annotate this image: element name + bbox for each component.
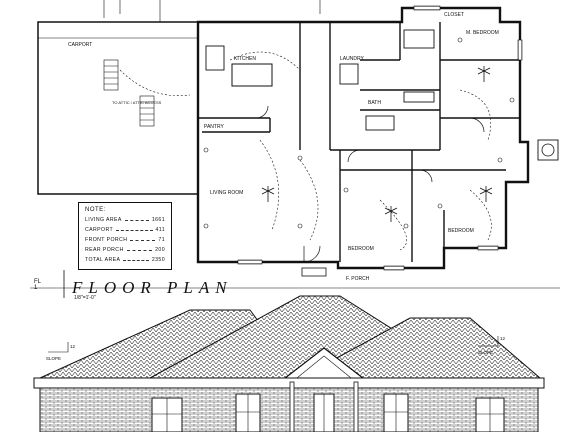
fascia [33, 377, 545, 389]
note-value: 200 [155, 247, 165, 253]
area-notes-box: NOTE: LIVING AREA 1661 CARPORT 411 FRONT P… [78, 202, 172, 270]
kitchen-island [231, 63, 273, 87]
note-value: 71 [158, 237, 165, 243]
plan-title: FLOOR PLAN [72, 278, 233, 297]
door-swings [255, 105, 485, 263]
room-label-master: M. BEDROOM [466, 30, 499, 36]
washer-dryer [339, 63, 359, 85]
note-value: 2350 [151, 257, 165, 263]
sheet-reference: FL 1 [34, 279, 41, 291]
slope-label-left: SLOPE [46, 356, 61, 361]
front-elevation: SLOPE 12 SLOPE 12 [33, 295, 545, 432]
vanity [403, 91, 435, 103]
elevation-windows [151, 393, 505, 432]
sheet-ref-code: FL [34, 279, 42, 285]
note-value: 411 [155, 227, 165, 233]
note-row: REAR PORCH 200 [85, 247, 165, 253]
room-label-pantry: PANTRY [204, 124, 224, 130]
hvac-unit [537, 139, 559, 161]
attic-access [103, 59, 155, 127]
carport-outline [37, 21, 199, 195]
room-label-bedroom-2: BEDROOM [448, 228, 474, 234]
room-label-front-porch: F. PORCH [346, 276, 370, 282]
attic-access-label: TO ATTIC / ATTIC ACCESS [112, 100, 162, 105]
pitch-label-right: 12 [500, 336, 506, 341]
sheet-ref-number: 1 [34, 285, 38, 291]
brick-wall [39, 387, 539, 432]
front-porch-step [301, 267, 327, 277]
receptacle-symbols [203, 37, 515, 229]
window-markers [238, 7, 521, 269]
tub [365, 115, 395, 131]
house-exterior-wall [196, 6, 530, 270]
plan-scale: 1/8"=1'-0" [74, 295, 96, 301]
room-label-bedroom-1: BEDROOM [348, 246, 374, 252]
note-label: LIVING AREA [85, 217, 122, 223]
floor-plan [37, 0, 559, 277]
master-bath-tub [403, 29, 435, 49]
note-row: LIVING AREA 1661 [85, 217, 165, 223]
room-label-living: LIVING ROOM [210, 190, 243, 196]
circuit-lines [119, 51, 492, 251]
note-label: CARPORT [85, 227, 114, 233]
room-label-laundry: LAUNDRY [340, 56, 364, 62]
note-row: CARPORT 411 [85, 227, 165, 233]
note-label: REAR PORCH [85, 247, 124, 253]
note-value: 1661 [151, 217, 165, 223]
ceiling-fan-icons [261, 66, 493, 222]
note-row: TOTAL AREA 2350 [85, 257, 165, 263]
slope-indicators [48, 336, 499, 353]
room-label-carport: CARPORT [68, 42, 92, 48]
note-label: FRONT PORCH [85, 237, 128, 243]
range [205, 45, 225, 71]
pitch-label-left: 12 [70, 344, 76, 349]
slope-label-right: SLOPE [478, 350, 493, 355]
room-label-closet: CLOSET [444, 12, 464, 18]
note-label: TOTAL AREA [85, 257, 121, 263]
room-label-kitchen: KITCHEN [234, 56, 256, 62]
note-row: FRONT PORCH 71 [85, 237, 165, 243]
notes-title: NOTE: [85, 207, 106, 213]
porch-columns [289, 381, 359, 432]
room-labels: CARPORT KITCHEN LIVING ROOM M. BEDROOM B… [68, 12, 499, 282]
room-label-bath: BATH [368, 100, 381, 106]
window-sills [237, 5, 523, 271]
interior-walls [198, 22, 520, 262]
